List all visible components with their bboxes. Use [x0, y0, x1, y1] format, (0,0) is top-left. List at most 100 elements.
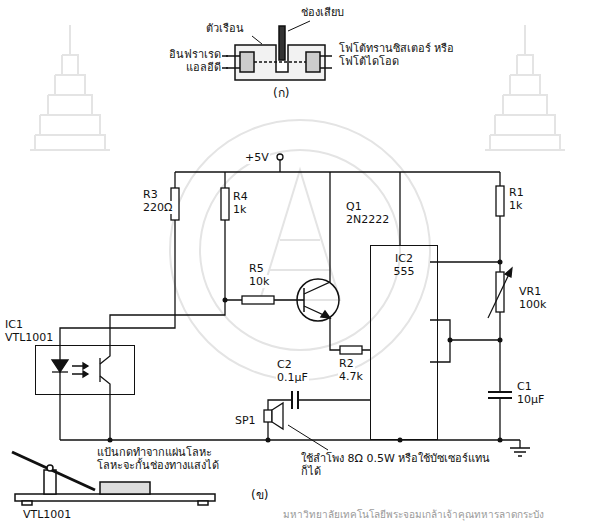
transistor-symbol [303, 288, 305, 312]
wire [430, 172, 500, 272]
component-value: VTL1001 [5, 331, 53, 344]
pedal-mechanism [44, 470, 56, 494]
component-value: 100k [518, 298, 547, 311]
part-label: โฟโต้ทรานซิสเตอร์ หรือโฟโต้ไดโอด [338, 42, 470, 68]
potentiometer-wiper [505, 268, 512, 277]
optocoupler-box: IC1VTL1001 [35, 345, 135, 395]
transistor-outline [297, 279, 339, 321]
transistor-symbol [321, 311, 330, 318]
leader-line [252, 36, 262, 44]
component-name: IC2 [371, 252, 437, 265]
component-value: 10k [248, 275, 270, 288]
component-name: R3 [142, 188, 159, 201]
component-name: Q1 [346, 200, 389, 213]
resistor-symbol [340, 346, 362, 354]
note-text: ใช้ลำโพง 8Ω 0.5W หรือใช้บัซเซอร์แทนก็ได้ [300, 452, 492, 478]
transistor-outline [296, 278, 340, 322]
pedal-mechanism [100, 482, 150, 494]
optocoupler-symbol [52, 360, 68, 372]
node-text-group: IC1VTL1001 [5, 318, 53, 344]
optocoupler-symbol [52, 345, 110, 395]
wire [60, 395, 110, 440]
supply-label: +5V [244, 151, 270, 164]
transistor-circle: Q12N2222 [296, 278, 340, 322]
resistor-symbol [171, 186, 504, 354]
sensor-housing [254, 61, 306, 63]
watermark-text: มหาวิทยาลัยเทคโนโลยีพระจอมเกล้าเจ้าคุณทห… [282, 509, 545, 521]
potentiometer-wiper [488, 272, 510, 318]
watermark-decoration [30, 25, 110, 150]
optocoupler-symbol [83, 363, 88, 377]
pedal-mechanism [47, 465, 53, 471]
wire [399, 172, 400, 245]
wire [499, 398, 500, 440]
leader-line [288, 425, 328, 450]
part-label: ตัวเรือน [205, 22, 245, 35]
junction-dot [498, 338, 503, 343]
component-value: 0.1µF [276, 371, 309, 384]
part-label: อินฟราเรด แอลอีดี [158, 48, 222, 74]
speaker-symbol [264, 410, 272, 422]
resistor-symbol [242, 296, 274, 304]
wire [110, 172, 225, 345]
component-value: 10µF [516, 393, 545, 406]
transistor-symbol [304, 288, 330, 318]
watermark-decoration [30, 25, 565, 380]
capacitor-symbol [292, 391, 512, 409]
leader-line [252, 21, 310, 44]
junction-dot [223, 298, 228, 303]
watermark-decoration [170, 120, 430, 380]
component-name: IC1 [5, 318, 53, 331]
junction-dot [498, 260, 503, 265]
node-text-group: Q12N2222 [346, 200, 389, 226]
resistor-symbol [221, 188, 229, 220]
component-name: R2 [338, 357, 355, 370]
junction-dot [448, 338, 453, 343]
leader-line [288, 21, 310, 31]
speaker-symbol [264, 403, 283, 429]
pedal-mechanism [15, 494, 215, 501]
figure-caption: (ก) [272, 86, 290, 100]
component-name: R5 [248, 262, 265, 275]
wire [175, 171, 500, 172]
component-value: 2N2222 [346, 213, 389, 226]
sensor-housing [222, 56, 228, 68]
component-value: 4.7k [338, 370, 364, 383]
component-value: 1k [508, 199, 523, 212]
sensor-housing [240, 52, 254, 72]
junction-dot [398, 438, 403, 443]
component-name: R4 [232, 190, 249, 203]
wire [268, 400, 370, 440]
component-name: VR1 [518, 285, 542, 298]
wire [304, 306, 370, 350]
junction-dot [498, 438, 503, 443]
resistor-symbol [496, 186, 504, 216]
part-label: ช่องเสียบ [300, 6, 345, 19]
junction-dot [108, 438, 113, 443]
component-name: R1 [508, 186, 525, 199]
ground-symbol [510, 448, 530, 456]
sensor-housing [279, 26, 285, 60]
watermark-decoration [260, 170, 340, 300]
wire [60, 160, 520, 448]
watermark-decoration [485, 25, 565, 150]
wire [279, 160, 280, 172]
wire [304, 172, 330, 294]
part-label: VTL1001 [22, 508, 72, 521]
capacitor-symbol [488, 392, 512, 398]
ground-symbol [510, 448, 530, 456]
figure-caption: (ข) [250, 488, 269, 502]
sensor-housing [306, 52, 320, 72]
speaker-symbol [272, 403, 283, 429]
optocoupler-symbol [52, 371, 68, 372]
component-name: C1 [516, 380, 533, 393]
component-name: C2 [276, 358, 293, 371]
pedal-mechanism [22, 501, 32, 505]
leader-line [288, 425, 328, 450]
optocoupler-symbol [99, 358, 100, 382]
wire [430, 312, 500, 392]
